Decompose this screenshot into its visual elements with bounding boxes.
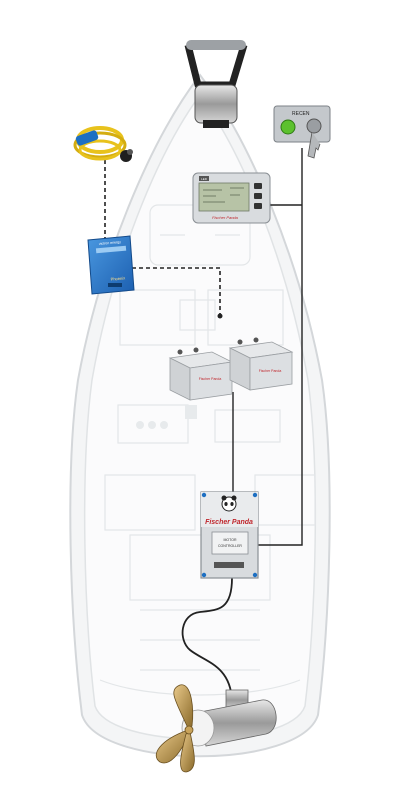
controller-label-line1: MOTOR [224,538,237,542]
panel-brand: Fischer Panda [212,215,239,220]
charger-brand: victron energy [99,240,121,246]
charger-to-battery-line [132,267,221,315]
battery-1: Fischer Panda [168,347,234,401]
motor-housing [199,699,277,747]
panel-display: LED Fischer Panda [192,172,271,224]
ignition-key [307,131,321,159]
key-switch-line [258,148,303,546]
battery-charger-icon: victron energy Phoenix [87,235,135,295]
battery-2: Fischer Panda [228,337,294,391]
start-button [280,119,296,135]
wire-junction [217,313,223,319]
controller-brand: Fischer Panda [205,519,253,526]
cabin-fixtures [136,405,197,429]
charger-model: Phoenix [110,275,125,281]
controller-to-motor-cable [181,577,233,701]
controller-label-line2: CONTROLLER [218,544,242,548]
panel-lcd-screen [198,182,250,212]
bow-roller [184,40,248,128]
ignition-lock [306,118,322,134]
panel-lcd-readout [203,187,244,203]
panel-logo-text: LED [201,177,208,181]
battery-2-brand: Fischer Panda [259,369,282,373]
panda-logo-icon [221,495,237,512]
panel-logo-badge [199,176,209,181]
battery-bank: Fischer Panda Fischer Panda [168,337,294,401]
panel-button-mode [254,193,262,199]
mount-bolt [201,492,207,498]
controller-terminal [214,562,244,568]
panel-button-up [254,183,262,189]
cabin-layout [99,204,316,696]
shore-power-cable-icon [73,126,133,162]
propeller-icon [155,684,195,773]
motor-controller: Fischer Panda MOTOR CONTROLLER [200,491,259,579]
switch-panel-label: RECEN [292,111,310,117]
controller-label-plate [211,531,249,555]
panel-button-down [254,203,262,209]
mount-bolt [252,492,258,498]
mount-bolt [252,572,258,578]
mount-bolt [201,572,207,578]
key-switch-icon: RECEN [273,105,331,159]
battery-1-brand: Fischer Panda [199,377,222,381]
wiring [104,148,303,701]
